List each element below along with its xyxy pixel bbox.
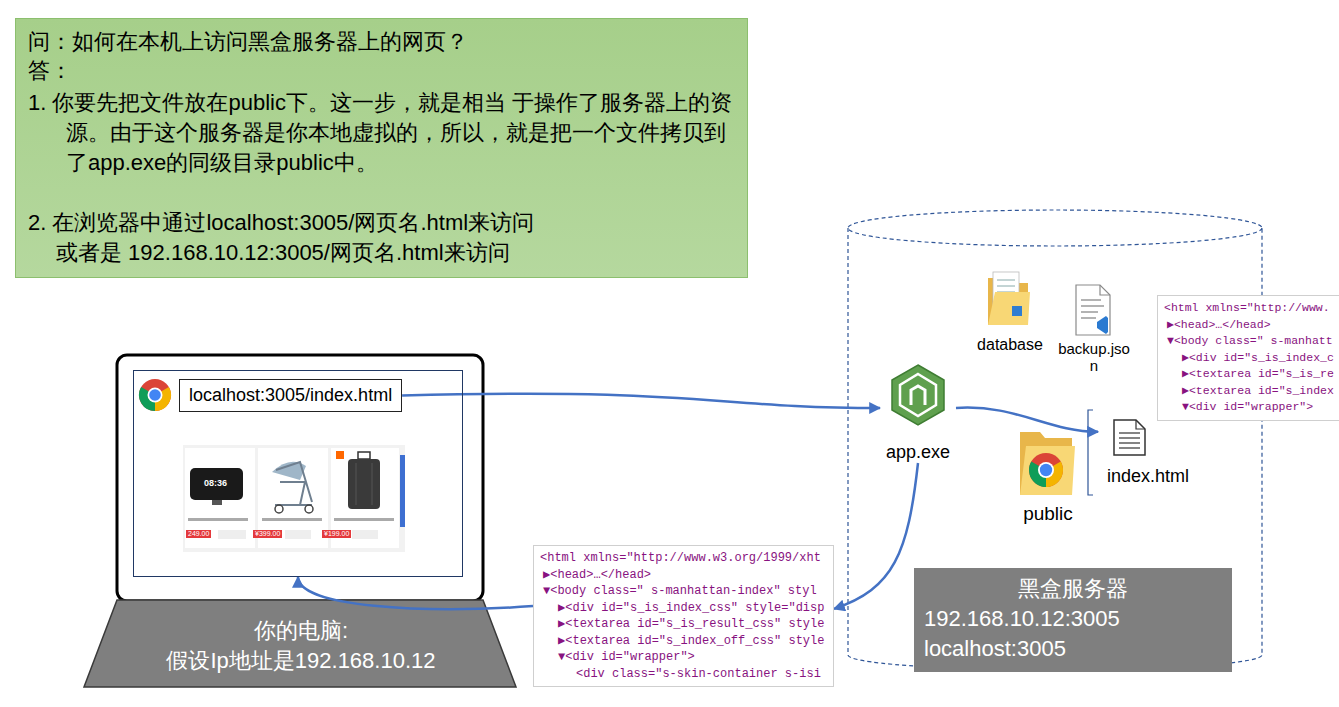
source-line: ▼<body class=" s-manhatt	[1164, 333, 1338, 350]
url-text: localhost:3005/index.html	[189, 385, 392, 405]
flow-arrow	[298, 577, 533, 609]
ip-label: 假设Ip地址是192.168.10.12	[85, 647, 517, 675]
clock-display: 08:36	[204, 478, 227, 489]
source-line: ▶<div id="s_is_index_c	[1164, 350, 1338, 367]
browser-icon	[139, 379, 171, 411]
source-line: <div class="s-skin-container s-isi	[540, 666, 827, 683]
price-tag: ¥199.00	[322, 530, 351, 538]
source-line: ▶<textarea id="s_is_re	[1164, 366, 1338, 383]
flow-arrow	[956, 408, 1098, 432]
flow-arrow	[834, 463, 918, 609]
json-file: backup.json	[1055, 282, 1133, 374]
flow-arrow	[402, 394, 880, 408]
source-line: ▶<head>…</head>	[540, 567, 827, 584]
laptop-base	[84, 600, 516, 687]
price-tag: ¥399.00	[253, 530, 282, 538]
cylinder-top	[848, 210, 1262, 246]
html-source-panel: <html xmlns="http://www.▶<head>…</head>▼…	[1157, 295, 1339, 421]
source-line: ▶<textarea id="s_is_result_css" style	[540, 616, 827, 633]
icon-label: index.html	[1107, 466, 1189, 487]
source-line: ▼<div id="wrapper">	[540, 649, 827, 666]
step-text: 2. 在浏览器中通过localhost:3005/网页名.html来访问 或者是…	[28, 208, 548, 268]
laptop-frame	[117, 355, 483, 601]
price-tag: 249.00	[186, 530, 211, 538]
icon-label: backup.json	[1057, 340, 1131, 375]
icon-label: app.exe	[886, 442, 950, 463]
answer-heading: 答：	[28, 56, 735, 85]
public-folder: public	[1010, 425, 1086, 525]
bracket	[1088, 410, 1093, 495]
address-bar: localhost:3005/index.html	[179, 379, 402, 412]
html-source-panel: <html xmlns="http://www.w3.org/1999/xht▶…	[533, 545, 834, 687]
server-label-box: 黑盒服务器192.168.10.12:3005localhost:3005	[914, 568, 1232, 672]
folder-icon	[1020, 432, 1075, 495]
laptop	[84, 355, 516, 687]
source-line: <html xmlns="http://www.w3.org/1999/xht	[540, 550, 827, 567]
server-title: 黑盒服务器	[924, 574, 1222, 604]
server-address: 192.168.10.12:3005	[924, 604, 1222, 634]
source-line: ▶<textarea id="s_index_off_css" style	[540, 633, 827, 650]
server-app: app.exe	[880, 363, 956, 463]
note-box: 问：如何在本机上访问黑盒服务器上的网页？答： 1. 你要先把文件放在public下…	[15, 18, 748, 278]
file-icon	[1076, 285, 1110, 335]
file-icon	[1114, 420, 1145, 455]
node-app-icon	[892, 365, 944, 425]
icon-label: database	[977, 336, 1043, 354]
question-text: 问：如何在本机上访问黑盒服务器上的网页？	[28, 27, 735, 56]
product-thumbnail	[183, 445, 405, 552]
server-address: localhost:3005	[924, 634, 1222, 664]
icon-label: public	[1023, 503, 1073, 525]
source-line: ▼<body class=" s-manhattan-index" styl	[540, 583, 827, 600]
source-line: ▶<div id="s_is_index_css" style="disp	[540, 600, 827, 617]
source-line: ▼<div id="wrapper">	[1164, 399, 1338, 416]
database-folder: database	[968, 268, 1052, 354]
html-file: index.html	[1098, 418, 1198, 487]
step-text: 1. 你要先把文件放在public下。这一步，就是相当 于操作了服务器上的资源。…	[28, 88, 735, 178]
laptop-screen: 你的电脑:假设Ip地址是192.168.10.12localhost:3005/…	[133, 370, 463, 577]
computer-label: 你的电脑:	[85, 617, 517, 645]
source-line: ▶<head>…</head>	[1164, 317, 1338, 334]
folder-icon	[988, 272, 1030, 325]
source-line: ▶<textarea id="s_index	[1164, 383, 1338, 400]
source-line: <html xmlns="http://www.	[1164, 300, 1338, 317]
